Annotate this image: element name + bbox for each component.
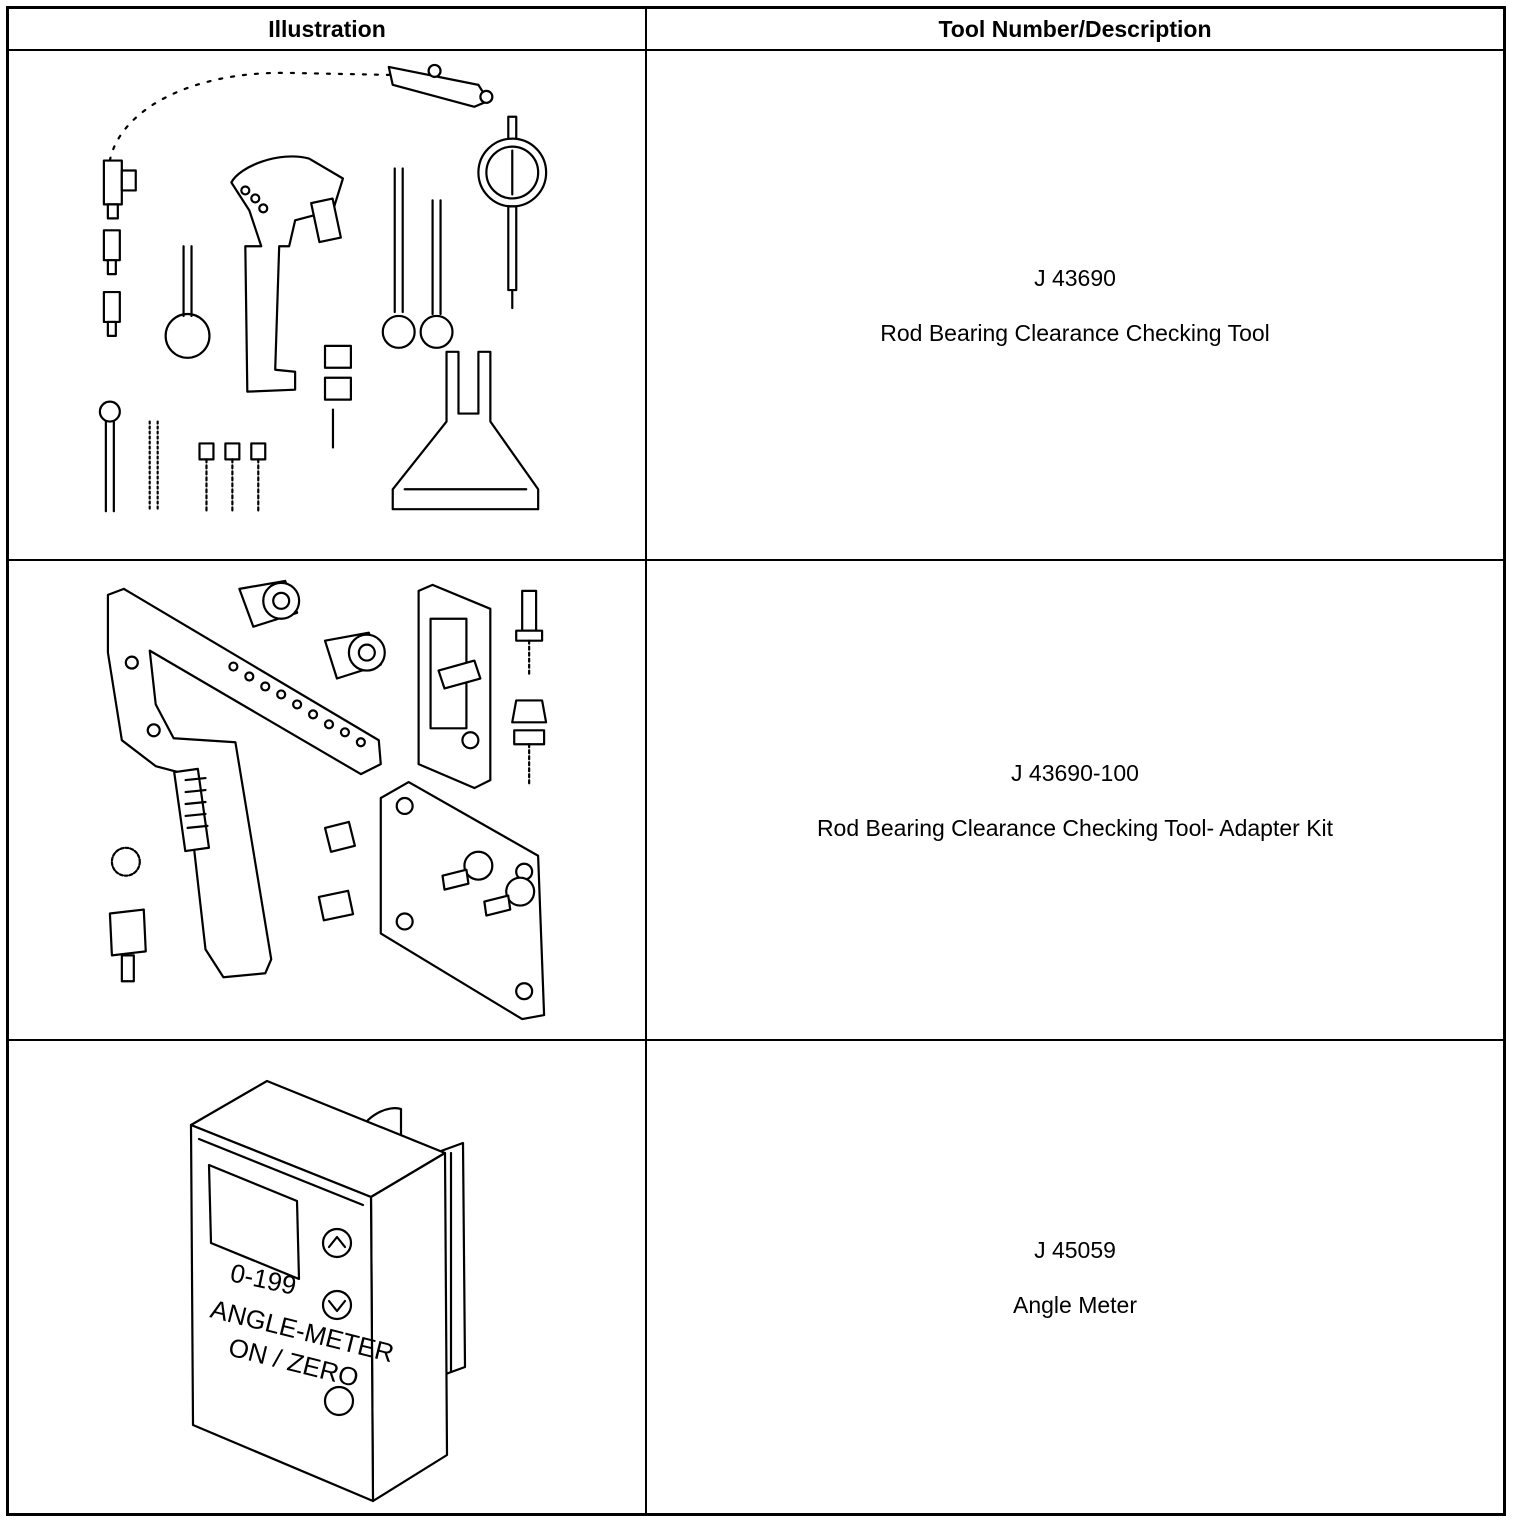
description-cell: J 45059 Angle Meter bbox=[647, 1041, 1503, 1513]
description-cell: J 43690 Rod Bearing Clearance Checking T… bbox=[647, 51, 1503, 559]
table-header-row: Illustration Tool Number/Description bbox=[9, 9, 1503, 51]
rod-bearing-tool-illustration bbox=[9, 51, 645, 559]
tool-number: J 43690 bbox=[1034, 264, 1116, 291]
illustration-cell: 0-199 ANGLE-METER ON / ZERO bbox=[9, 1041, 645, 1513]
table-row: 0-199 ANGLE-METER ON / ZERO J 45059 Angl… bbox=[9, 1041, 1503, 1513]
table-row: J 43690 Rod Bearing Clearance Checking T… bbox=[9, 51, 1503, 561]
illustration-cell bbox=[9, 51, 645, 559]
tool-number: J 45059 bbox=[1034, 1236, 1116, 1263]
tool-number: J 43690-100 bbox=[1011, 759, 1139, 786]
illustration-cell bbox=[9, 561, 645, 1039]
header-illustration: Illustration bbox=[268, 16, 386, 42]
tool-table: Illustration Tool Number/Description bbox=[6, 6, 1506, 1516]
angle-meter-illustration: 0-199 ANGLE-METER ON / ZERO bbox=[9, 1041, 645, 1513]
description-cell: J 43690-100 Rod Bearing Clearance Checki… bbox=[647, 561, 1503, 1039]
adapter-kit-illustration bbox=[9, 561, 645, 1039]
tool-description: Rod Bearing Clearance Checking Tool bbox=[880, 319, 1270, 346]
tool-description: Angle Meter bbox=[1012, 1291, 1137, 1318]
header-tool-description: Tool Number/Description bbox=[938, 16, 1212, 42]
tool-description: Rod Bearing Clearance Checking Tool- Ada… bbox=[816, 814, 1334, 841]
table-row: J 43690-100 Rod Bearing Clearance Checki… bbox=[9, 561, 1503, 1041]
column-divider bbox=[645, 9, 647, 1513]
